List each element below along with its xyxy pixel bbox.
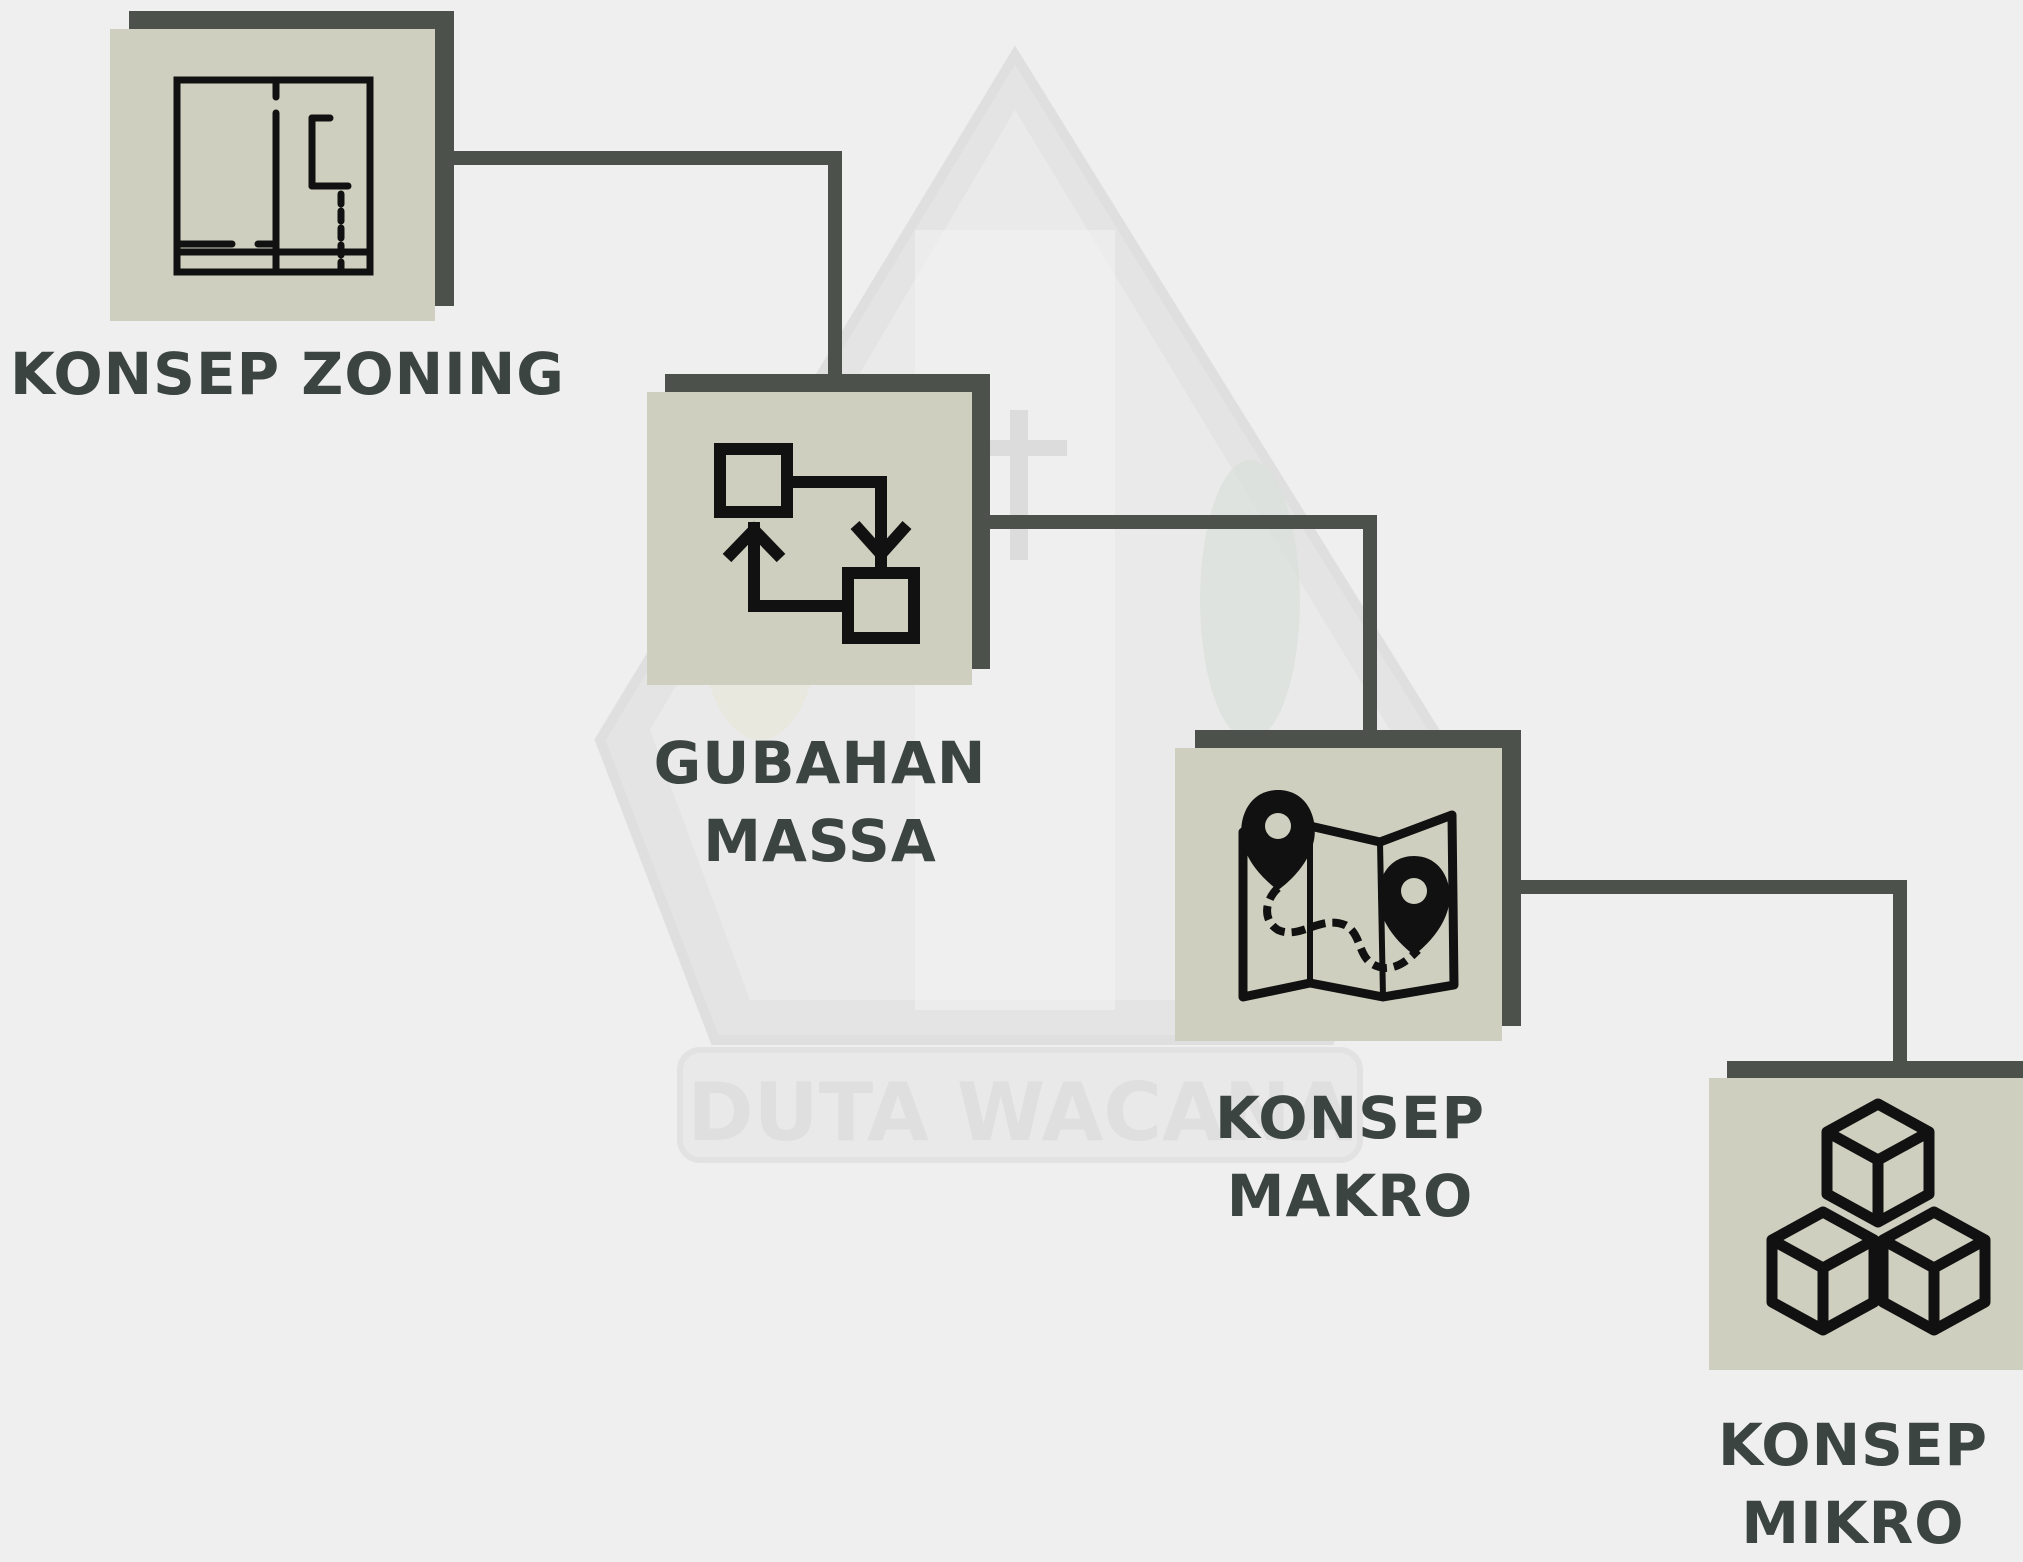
step-gubahan-tile: [647, 374, 990, 685]
step-mikro-label-line-1: KONSEP: [1717, 1411, 1989, 1479]
step-zoning-tile: [110, 11, 454, 321]
step-makro-label: KONSEP MAKRO: [1150, 1079, 1550, 1235]
step-zoning-label-line-1: KONSEP ZONING: [10, 340, 565, 408]
step-gubahan-label: GUBAHAN MASSA: [620, 724, 1020, 880]
step-mikro-label: KONSEP MIKRO: [1683, 1406, 2023, 1562]
watermark-text: DUTA WACANA: [687, 1066, 1353, 1159]
floor-plan-icon: [173, 76, 374, 276]
step-zoning-label: KONSEP ZONING: [10, 335, 565, 413]
connectors: [452, 151, 1907, 1066]
step-makro-tile: [1175, 730, 1521, 1041]
map-pins-icon: [1238, 790, 1459, 1002]
step-gubahan-label-line-1: GUBAHAN: [653, 729, 987, 797]
tile-face: [647, 392, 972, 685]
transform-arrows-icon: [714, 443, 920, 644]
step-mikro-tile: [1709, 1061, 2023, 1370]
tile-face: [1709, 1078, 2023, 1370]
step-gubahan-label-line-2: MASSA: [703, 807, 937, 875]
stacked-cubes-icon: [1766, 1098, 1991, 1336]
step-mikro-label-line-2: MIKRO: [1741, 1489, 1965, 1557]
step-makro-label-line-2: MAKRO: [1226, 1162, 1474, 1230]
connector-gubahan-makro: [990, 515, 1377, 737]
connector-makro-mikro: [1520, 880, 1907, 1066]
step-makro-label-line-1: KONSEP: [1214, 1084, 1486, 1152]
connector-zoning-gubahan: [452, 151, 842, 378]
